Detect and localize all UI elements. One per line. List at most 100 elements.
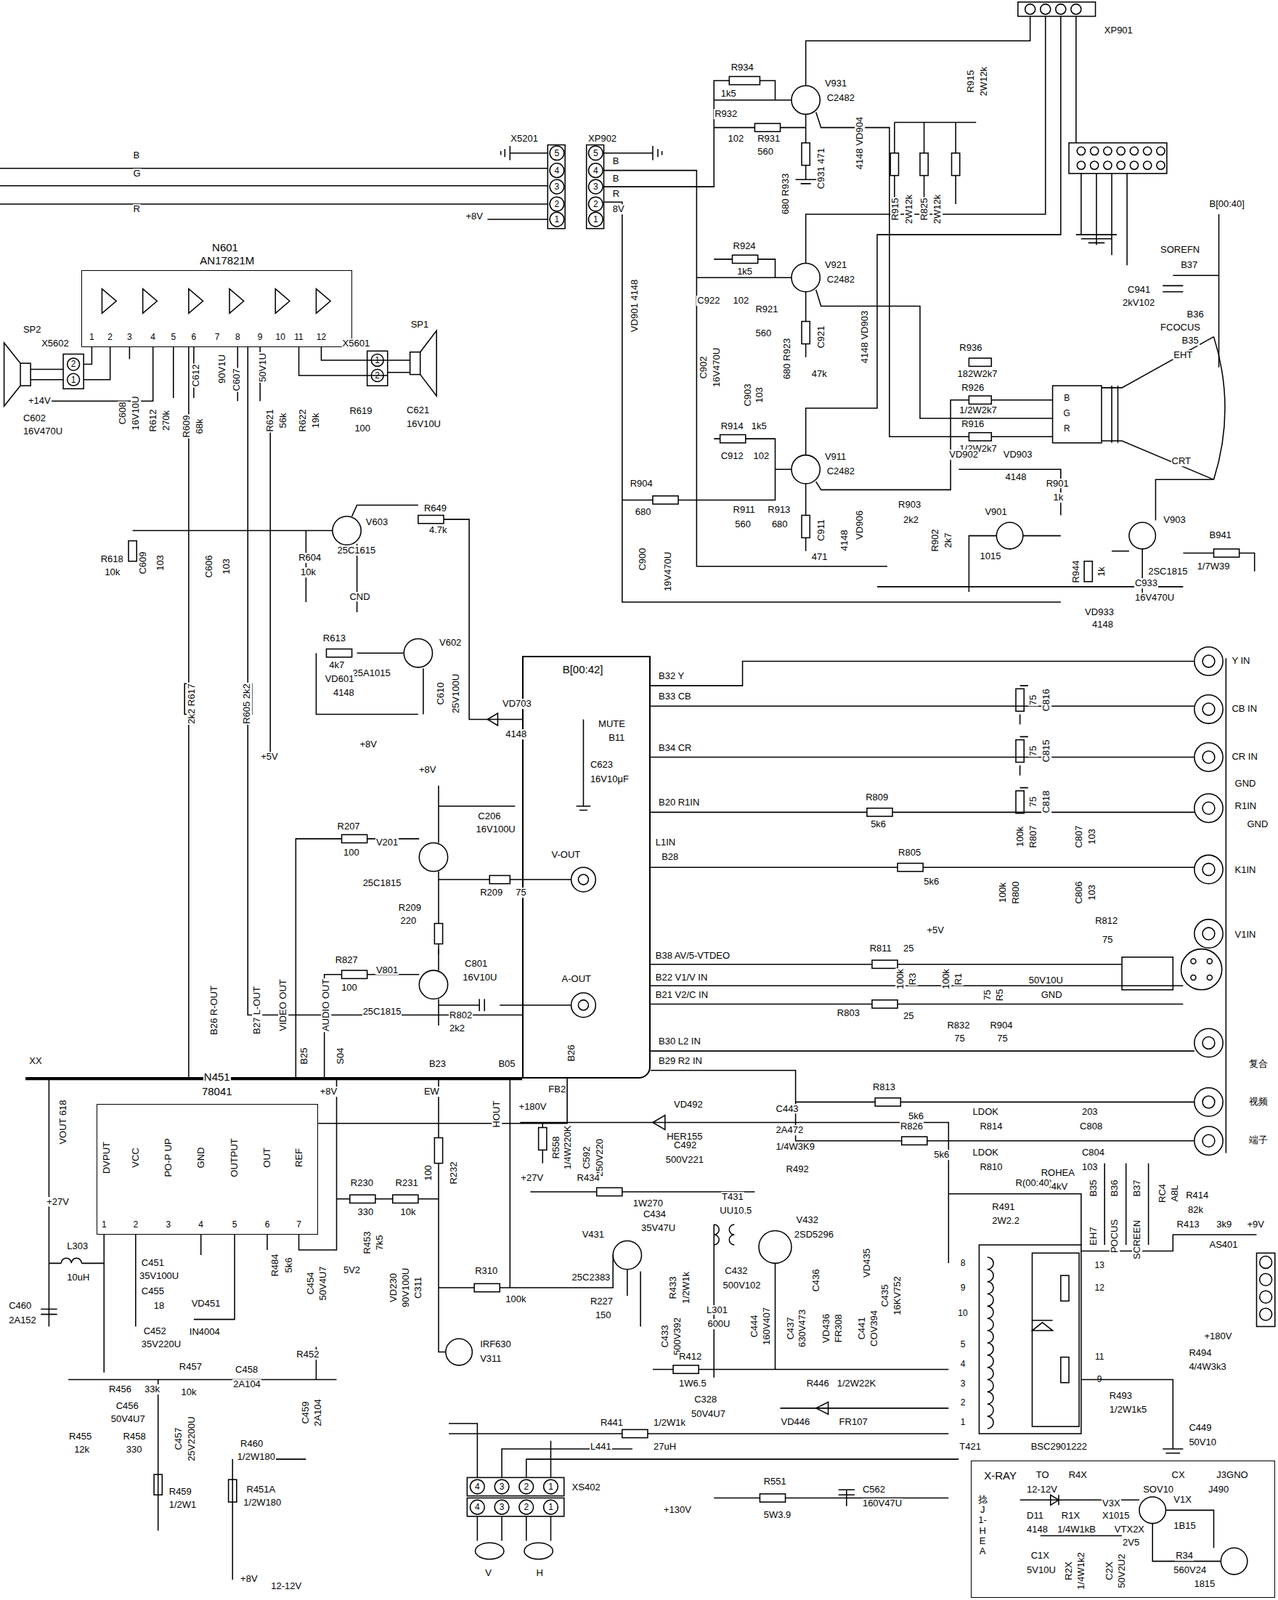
part-label: R926 — [960, 382, 985, 393]
part-label: C941 — [1126, 284, 1151, 295]
part-label: 1k — [1096, 565, 1107, 578]
part-label: C816 — [1041, 687, 1052, 712]
part-label: +8V — [465, 211, 485, 222]
part-label: R434 — [576, 1173, 601, 1184]
part-label: V1IN — [1234, 929, 1257, 940]
part-label: R491 — [991, 1201, 1016, 1212]
component-symbol — [578, 999, 589, 1011]
part-label: 10 — [275, 331, 287, 342]
component-symbol — [367, 350, 388, 386]
part-label: 19k — [311, 411, 322, 429]
wire — [438, 1078, 613, 1288]
part-label: 1 — [554, 214, 561, 225]
component-symbol — [1194, 1126, 1223, 1155]
main-board-block: B[00:42] — [522, 655, 651, 1079]
part-label: 19V470U — [662, 550, 674, 592]
part-label: 1 — [547, 1501, 555, 1512]
part-label: 500V392 — [672, 1316, 683, 1356]
component-symbol — [622, 1429, 648, 1438]
wire — [501, 145, 549, 161]
ic-box: N45178041 — [96, 1103, 319, 1235]
part-label: 9 — [1096, 1374, 1104, 1385]
part-label: SOV10 — [1142, 1484, 1175, 1495]
part-label: C818 — [1041, 789, 1052, 814]
part-label: B21 V2/C IN — [654, 989, 709, 1000]
part-label: 2kV102 — [1121, 297, 1156, 308]
wire — [0, 15, 1257, 1579]
component-symbol — [470, 1499, 486, 1514]
part-label: COV394 — [869, 1309, 880, 1347]
part-label: C444 — [750, 1313, 761, 1338]
part-label: 2W12k — [904, 193, 915, 225]
part-label: 10uH — [66, 1272, 91, 1283]
node-label: B[00:42] — [562, 663, 605, 677]
component-symbol — [588, 179, 603, 194]
part-label: VOUT 618 — [58, 1098, 69, 1145]
component-symbol — [1259, 1307, 1273, 1321]
component-symbol — [1139, 1496, 1167, 1524]
part-label: 1W6.5 — [678, 1378, 708, 1389]
part-label: 680 R923 — [782, 337, 793, 380]
wire — [816, 400, 1053, 491]
part-label: 100 — [353, 423, 372, 434]
part-label: 1k5 — [736, 266, 754, 277]
signal-wire — [318, 1078, 568, 1124]
component-symbol — [713, 1224, 735, 1245]
part-label: R609 — [181, 414, 192, 439]
part-label: +27V — [45, 1196, 70, 1207]
part-label: R832 — [946, 1020, 971, 1031]
part-label: EH7 — [1088, 1226, 1099, 1247]
component-symbol — [418, 843, 448, 872]
component-symbol — [128, 540, 137, 562]
part-label: 9 — [959, 1282, 967, 1292]
component-symbol — [758, 1230, 792, 1263]
component-symbol — [588, 196, 603, 212]
part-label: R209 — [479, 887, 504, 898]
wire — [1076, 15, 1127, 266]
part-label: V801 — [375, 965, 399, 976]
signal-wire — [247, 347, 523, 1016]
wire — [103, 1078, 446, 1373]
component-symbol — [1202, 927, 1215, 940]
component-symbol — [470, 1479, 486, 1494]
component-symbol — [1129, 146, 1138, 155]
part-label: 3k9 — [1215, 1219, 1233, 1230]
part-label: C457 — [173, 1426, 184, 1451]
part-label: VD230 — [388, 1272, 399, 1303]
part-label: +180V — [518, 1101, 548, 1112]
part-label: VD435 — [861, 1247, 873, 1278]
part-label: R460 — [239, 1438, 264, 1449]
component-symbol — [1194, 694, 1223, 724]
component-symbol — [1076, 161, 1085, 170]
part-label: V201 — [375, 837, 399, 848]
part-label: +8V — [319, 1086, 339, 1097]
part-label: V432 — [795, 1214, 820, 1225]
part-label: 2 — [959, 1397, 967, 1408]
component-symbol — [1194, 919, 1223, 948]
component-symbol — [1259, 1272, 1273, 1286]
part-label: C610 — [435, 681, 446, 706]
component-symbol — [1194, 742, 1223, 772]
component-symbol — [791, 455, 820, 484]
part-label: B36 — [1109, 1179, 1120, 1198]
component-symbol — [1050, 1494, 1059, 1505]
part-label: 100k — [504, 1294, 527, 1305]
part-label: 4kV — [1050, 1181, 1069, 1192]
wire — [1020, 1499, 1222, 1561]
component-symbol — [1259, 1290, 1273, 1303]
wire — [519, 1121, 949, 1263]
part-label: 100 — [423, 1163, 434, 1182]
part-label: 捻J1-HEA — [977, 1494, 989, 1557]
part-label: 1/2W2k7 — [958, 405, 997, 416]
part-label: SP2 — [22, 324, 43, 335]
part-label: UU10.5 — [718, 1205, 753, 1216]
part-label: 5k6 — [933, 1149, 950, 1160]
part-label: R433 — [668, 1275, 679, 1300]
part-label: B — [612, 173, 621, 184]
wire — [30, 347, 411, 401]
part-label: 220 — [400, 916, 418, 927]
part-label: V901 — [983, 506, 1008, 518]
part-label: V903 — [1162, 515, 1186, 526]
part-label: X5602 — [40, 339, 70, 350]
